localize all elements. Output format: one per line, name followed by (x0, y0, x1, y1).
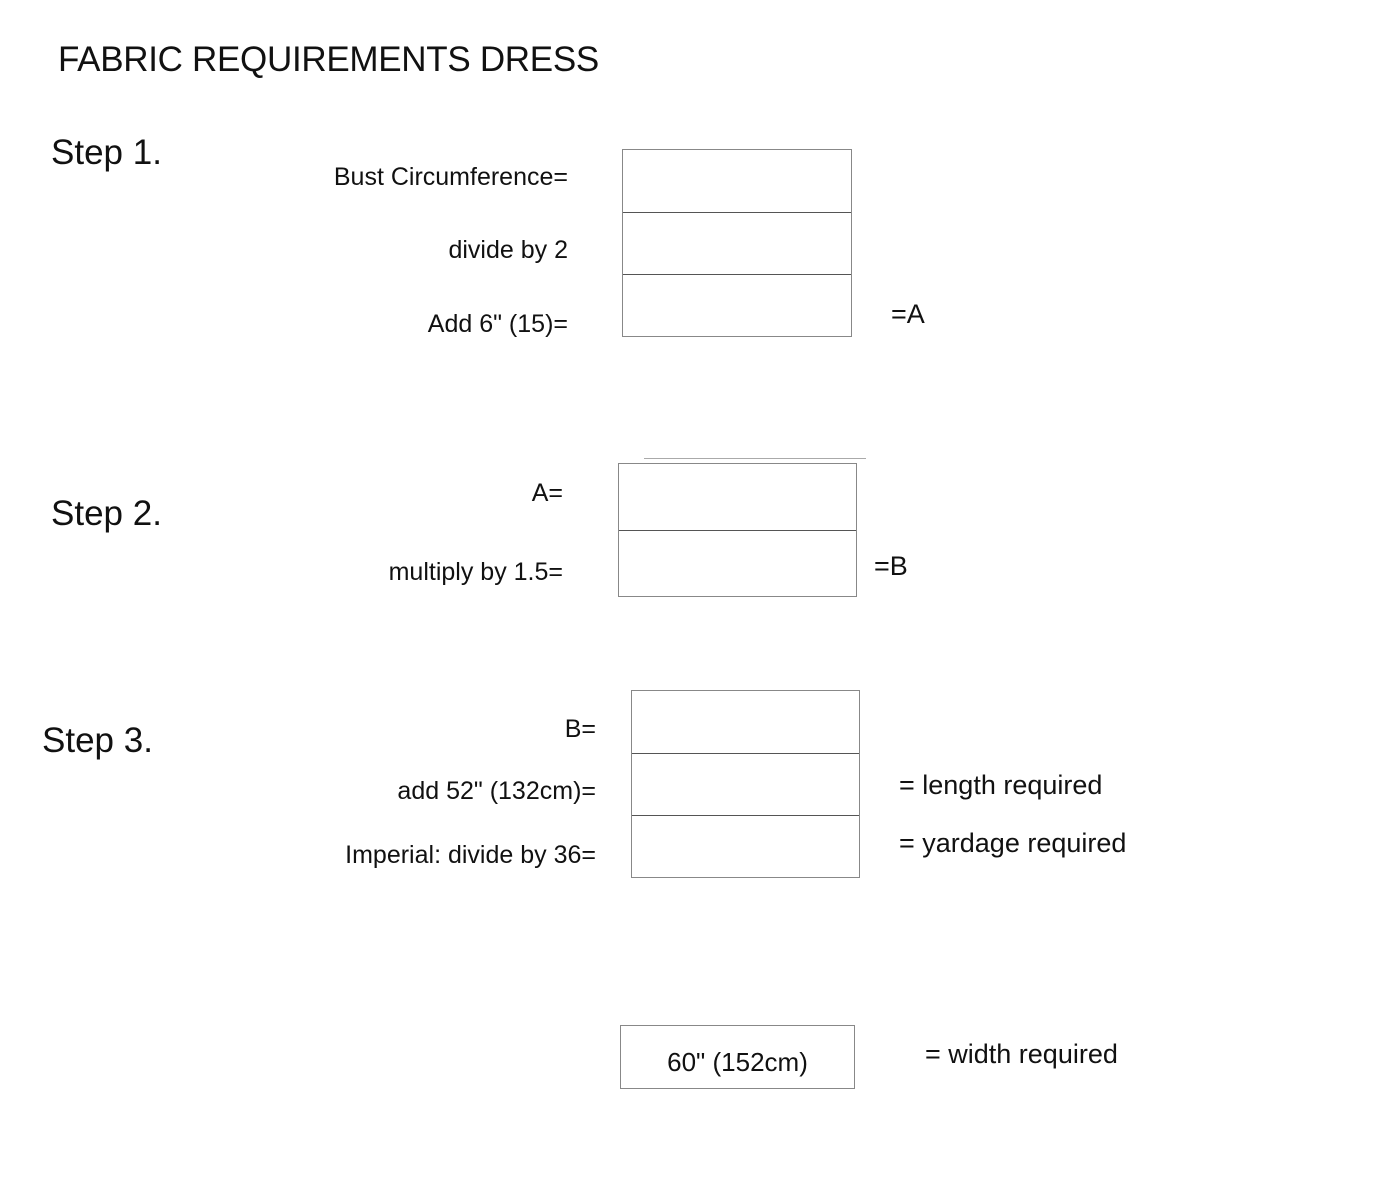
page-title: FABRIC REQUIREMENTS DRESS (58, 40, 599, 79)
divide-by-2-label: divide by 2 (448, 236, 568, 264)
step-2-calc-box (618, 463, 857, 597)
yardage-cell[interactable] (632, 815, 859, 877)
add-52-label: add 52" (132cm)= (397, 777, 596, 805)
add-6-cell[interactable] (623, 274, 851, 336)
multiply-label: multiply by 1.5= (388, 558, 563, 586)
b-equals-label: B= (564, 715, 596, 743)
length-required-label: = length required (899, 770, 1103, 800)
width-required-label: = width required (925, 1039, 1118, 1069)
step-1-heading: Step 1. (51, 133, 162, 172)
yardage-input[interactable] (632, 816, 859, 877)
a-equals-label: A= (531, 479, 563, 507)
step-3-calc-box (631, 690, 860, 878)
divider-line (644, 458, 866, 459)
result-a-label: =A (891, 299, 925, 329)
add-6-input[interactable] (623, 275, 851, 336)
b-value-cell[interactable] (632, 691, 859, 753)
bust-circumference-label: Bust Circumference= (333, 163, 568, 191)
yardage-required-label: = yardage required (899, 828, 1127, 858)
imperial-divide-label: Imperial: divide by 36= (345, 841, 596, 869)
a-value-input[interactable] (619, 464, 856, 530)
length-input[interactable] (632, 754, 859, 815)
multiply-input[interactable] (619, 531, 856, 596)
bust-circumference-cell[interactable] (623, 150, 851, 212)
divide-by-2-input[interactable] (623, 213, 851, 274)
b-value-input[interactable] (632, 691, 859, 753)
a-value-cell[interactable] (619, 464, 856, 530)
add-6-label: Add 6" (15)= (427, 310, 568, 338)
width-value: 60" (152cm) (667, 1047, 808, 1077)
result-b-label: =B (874, 551, 908, 581)
multiply-cell[interactable] (619, 530, 856, 596)
step-3-heading: Step 3. (42, 721, 153, 760)
divide-by-2-cell[interactable] (623, 212, 851, 274)
step-1-calc-box (622, 149, 852, 337)
length-cell[interactable] (632, 753, 859, 815)
width-box: 60" (152cm) (620, 1025, 855, 1089)
step-2-heading: Step 2. (51, 494, 162, 533)
bust-circumference-input[interactable] (623, 150, 851, 212)
